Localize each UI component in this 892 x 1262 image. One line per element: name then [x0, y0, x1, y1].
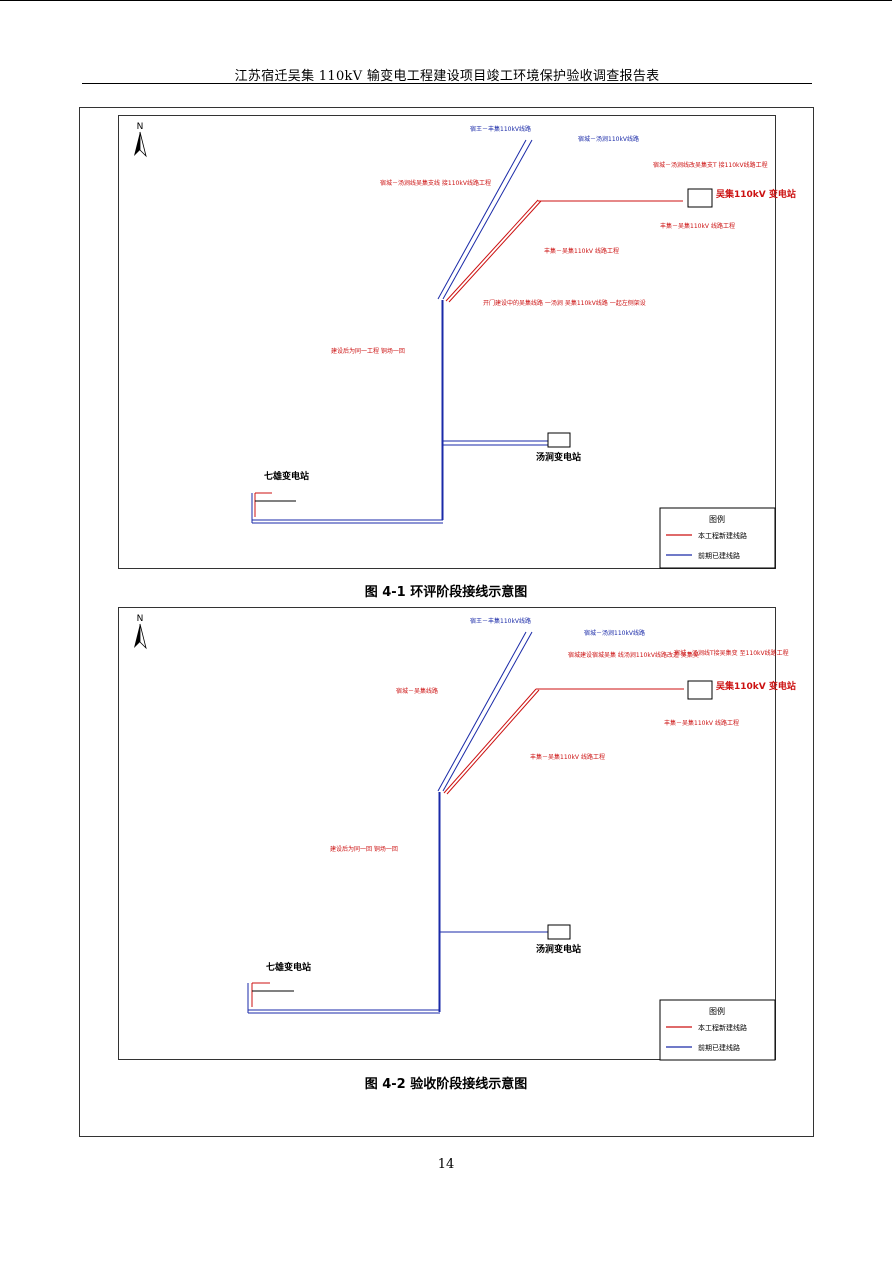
- label-right-project: 丰集－吴集110kV 线路工程: [660, 222, 735, 230]
- north-label: N: [137, 614, 144, 624]
- wuji-station-box: [687, 680, 713, 700]
- report-header-title: 江苏宿迁吴集 110kV 输变电工程建设项目竣工环境保护验收调查报告表: [234, 69, 660, 84]
- tangjian-station-box: [547, 432, 571, 448]
- legend-label-existing: 前期已建线路: [698, 551, 740, 560]
- figure-4-2-diagram: N 吴集110kV 变电站 汤涧变电站 七雄变电站 宿王－丰集110kV线路 宿…: [118, 607, 796, 1061]
- label-upper-mid-project: 宿城建设宿城吴集 线汤涧110kV线路改造 吴集吴: [568, 651, 699, 659]
- page-number: 14: [437, 1157, 455, 1172]
- qixiong-station-label: 七雄变电站: [266, 961, 311, 973]
- label-left-project: 宿城－吴集线路: [396, 687, 438, 695]
- legend-label-new: 本工程新建线路: [698, 531, 747, 540]
- label-mid-right-project: 丰集－吴集110kV 线路工程: [530, 753, 605, 761]
- existing-lines: [251, 139, 548, 524]
- north-arrow-icon: N: [134, 614, 147, 650]
- existing-lines: [247, 631, 548, 1014]
- tangjian-station-box: [547, 924, 571, 940]
- top-page-border: [0, 0, 892, 1]
- label-mid-right-project: 丰集－吴集110kV 线路工程: [544, 247, 619, 255]
- figure-4-1-caption: 图 4-1 环评阶段接线示意图: [364, 585, 528, 600]
- label-left-mid: 建设后为同一工程 铜场一回: [331, 347, 405, 355]
- legend-title: 图例: [709, 514, 725, 524]
- header-rule: [82, 83, 812, 84]
- diagram-border: [118, 115, 776, 569]
- tangjian-station-label: 汤涧变电站: [536, 943, 581, 955]
- label-top-left-line: 宿王－丰集110kV线路: [470, 617, 531, 625]
- legend: 图例 本工程新建线路 前期已建线路: [659, 999, 776, 1061]
- label-upper-right-project: 宿城－汤涧线T接吴集变 至110kV线路工程: [674, 649, 789, 657]
- new-lines: [254, 199, 683, 517]
- legend-label-new: 本工程新建线路: [698, 1023, 747, 1032]
- diagram-border: [118, 607, 776, 1060]
- label-top-left-line: 宿王－丰集110kV线路: [470, 125, 531, 133]
- label-top-right-line: 宿城－汤涧110kV线路: [584, 629, 645, 637]
- label-top-right-line: 宿城－汤涧110kV线路: [578, 135, 639, 143]
- label-upper-right-project: 宿城－汤涧线改吴集支T 接110kV线路工程: [653, 161, 768, 169]
- label-right-project: 丰集－吴集110kV 线路工程: [664, 719, 739, 727]
- tangjian-station-label: 汤涧变电站: [536, 451, 581, 463]
- legend-label-existing: 前期已建线路: [698, 1043, 740, 1052]
- legend: 图例 本工程新建线路 前期已建线路: [659, 507, 776, 569]
- north-arrow-icon: N: [134, 122, 147, 158]
- label-mid-project: 开门建设中的吴集线路 一汤涧 吴集110kV线路 一起左侧架设: [483, 299, 646, 307]
- legend-title: 图例: [709, 1006, 725, 1016]
- new-lines: [251, 688, 684, 1007]
- wuji-station-box: [687, 188, 713, 208]
- label-left-project: 宿城－汤涧线吴集支线 接110kV线路工程: [380, 179, 491, 187]
- figure-frame: [79, 107, 814, 1137]
- label-left-mid: 建设后为同一回 铜场一回: [330, 845, 398, 853]
- wuji-station-label: 吴集110kV 变电站: [716, 680, 796, 692]
- figure-4-2-caption: 图 4-2 验收阶段接线示意图: [364, 1077, 528, 1092]
- wuji-station-label: 吴集110kV 变电站: [716, 188, 796, 200]
- north-label: N: [137, 122, 144, 132]
- figure-4-1-diagram: N 吴集110kV 变电站 汤涧变电站 七雄变电站 宿王－丰集110kV线路 宿…: [118, 115, 796, 569]
- qixiong-station-label: 七雄变电站: [264, 470, 309, 482]
